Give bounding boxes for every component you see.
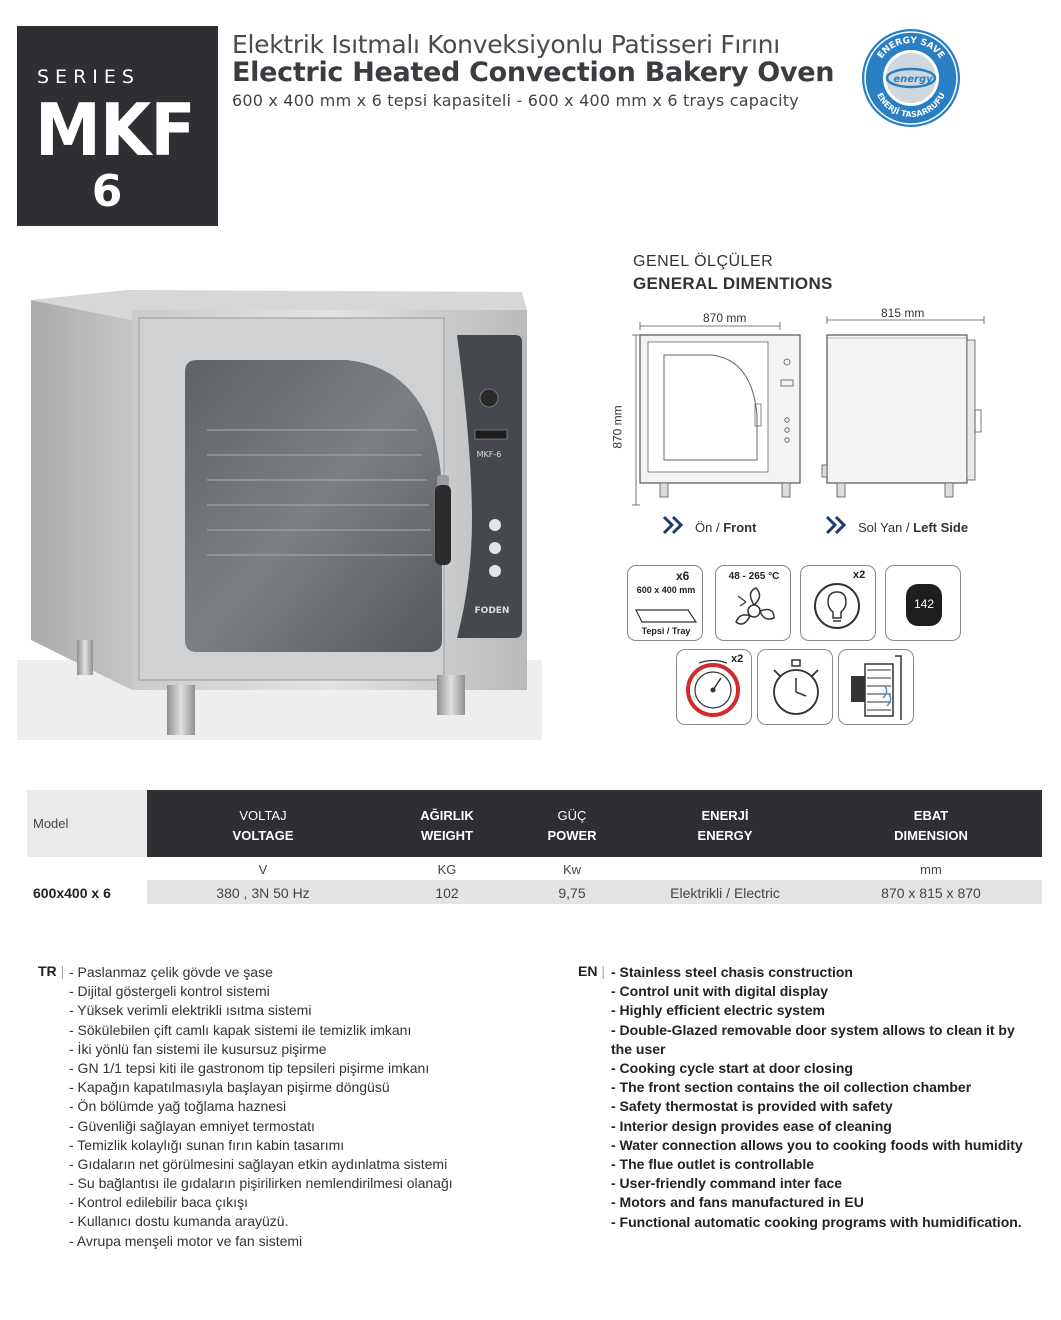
dimension-drawings (632, 316, 985, 506)
list-item: - Avrupa menşeli motor ve fan sistemi (69, 1232, 303, 1249)
tr-feature-list: - Paslanmaz çelik gövde ve şase - Dijita… (69, 963, 539, 1251)
values-band: 380 , 3N 50 Hz 102 9,75 Elektrikli / Ele… (147, 880, 1042, 904)
height-label: 870 mm (610, 405, 625, 449)
cell-voltage: 380 , 3N 50 Hz (216, 885, 310, 901)
unit-dimension: mm (920, 862, 942, 877)
humidity-steam-icon (851, 655, 902, 720)
list-item: - Safety thermostat is provided with saf… (611, 1098, 893, 1115)
list-item: - Güvenliği sağlayan emniyet termostatı (69, 1117, 315, 1134)
list-item: - The front section contains the oil col… (611, 1079, 972, 1096)
list-item: - Water connection allows you to cooking… (611, 1136, 1023, 1153)
front-width-label: 870 mm (703, 311, 747, 325)
table-row: 600x400 x 6 380 , 3N 50 Hz 102 9,75 Elek… (27, 880, 1042, 904)
list-item: - Gıdaların net görülmesini sağlayan etk… (69, 1155, 448, 1172)
series-label: SERIES (37, 66, 140, 88)
list-item: - GN 1/1 tepsi kiti ile gastronom tip te… (69, 1059, 430, 1076)
chevron-right-icon (825, 515, 847, 535)
model-header-cell: Model (27, 790, 147, 857)
list-item: - The flue outlet is controllable (611, 1156, 815, 1173)
dimensions-heading-tr: GENEL ÖLÇÜLER (633, 253, 774, 270)
side-depth-label: 815 mm (881, 306, 925, 320)
series-badge: SERIES MKF 6 (17, 26, 218, 226)
display-screen-icon (906, 584, 942, 626)
tray-capacity-tile: x6 600 x 400 mm Tepsi / Tray (627, 565, 703, 641)
list-item: - Kullanıcı dostu kumanda arayüzü. (69, 1213, 289, 1230)
list-item: - Stainless steel chasis construction (611, 964, 853, 980)
timer-tile (757, 649, 833, 725)
seal-center-text: energy (893, 74, 933, 85)
en-feature-list: - Stainless steel chasis construction - … (611, 963, 1031, 1232)
thermostat-tile: x2 (676, 649, 752, 725)
stopwatch-icon (773, 659, 819, 715)
dimensions-heading-en: GENERAL DIMENTIONS (633, 274, 833, 293)
list-item: - Highly efficient electric system (611, 1002, 825, 1019)
fan-heat-icon (735, 587, 775, 625)
list-item: - Interior design provides ease of clean… (611, 1117, 892, 1134)
model-code: MKF (35, 88, 196, 172)
thermostat-dial-icon (686, 659, 740, 717)
list-item: - Functional automatic cooking programs … (611, 1213, 1022, 1230)
chevron-right-icon (662, 515, 684, 535)
cell-power: 9,75 (558, 885, 586, 901)
list-item: - Ön bölümde yağ toğlama haznesi (69, 1098, 287, 1115)
list-item: - Kapağın kapatılmasıyla başlayan pişirm… (69, 1079, 390, 1096)
en-language-tag: EN | (578, 963, 605, 979)
title-tr: Elektrik Isıtmalı Konveksiyonlu Patisser… (232, 30, 780, 59)
side-view-label: Sol Yan / Left Side (858, 520, 969, 535)
list-item: - Control unit with digital display (611, 983, 828, 1000)
brand-logo: FODEN (475, 606, 510, 616)
units-row: V KG Kw mm (27, 860, 1042, 880)
list-item: - User-friendly command inter face (611, 1175, 843, 1192)
front-view-label: Ön / Front (695, 520, 757, 535)
list-item: - İki yönlü fan sistemi ile kusursuz piş… (69, 1040, 327, 1057)
tray-icon (635, 609, 698, 623)
capacity-subtitle: 600 x 400 mm x 6 tepsi kapasiteli - 600 … (232, 91, 799, 110)
unit-power: Kw (562, 862, 582, 877)
list-item: - Motors and fans manufactured in EU (611, 1194, 864, 1211)
oven-photo: MKF-6 FODEN (17, 290, 542, 740)
cell-energy: Elektrikli / Electric (670, 885, 780, 901)
control-panel-label: MKF-6 (477, 450, 502, 459)
unit-voltage: V (258, 862, 268, 877)
digital-display-tile: 142 (885, 565, 961, 641)
list-item: - Double-Glazed removable door system al… (611, 1021, 1015, 1057)
list-item: - Temizlik kolaylığı sunan fırın kabin t… (69, 1136, 345, 1153)
lamp-tile: x2 (800, 565, 876, 641)
list-item: - Dijital göstergeli kontrol sistemi (69, 983, 270, 1000)
list-item: - Cooking cycle start at door closing (611, 1060, 853, 1077)
tr-language-tag: TR | (38, 963, 65, 979)
model-cell: 600x400 x 6 (33, 885, 111, 901)
unit-weight: KG (437, 862, 457, 877)
temperature-tile: 48 - 265 °C (715, 565, 791, 641)
list-item: - Sökülebilen çift camlı kapak sistemi i… (69, 1021, 412, 1038)
energy-save-seal-icon: ENERGY SAVE ENERJİ TASARRUFU energy (862, 29, 960, 127)
steam-tile (838, 649, 914, 725)
title-en: Electric Heated Convection Bakery Oven (232, 57, 835, 88)
cell-weight: 102 (435, 885, 459, 901)
list-item: - Su bağlantısı ile gıdaların pişirilirk… (69, 1175, 453, 1192)
list-item: - Paslanmaz çelik gövde ve şase (69, 964, 273, 980)
list-item: - Kontrol edilebilir baca çıkışı (69, 1194, 248, 1211)
list-item: - Yüksek verimli elektrikli ısıtma siste… (69, 1002, 312, 1019)
cell-dimension: 870 x 815 x 870 (881, 885, 981, 901)
light-bulb-icon (814, 583, 860, 629)
model-number: 6 (91, 166, 123, 217)
